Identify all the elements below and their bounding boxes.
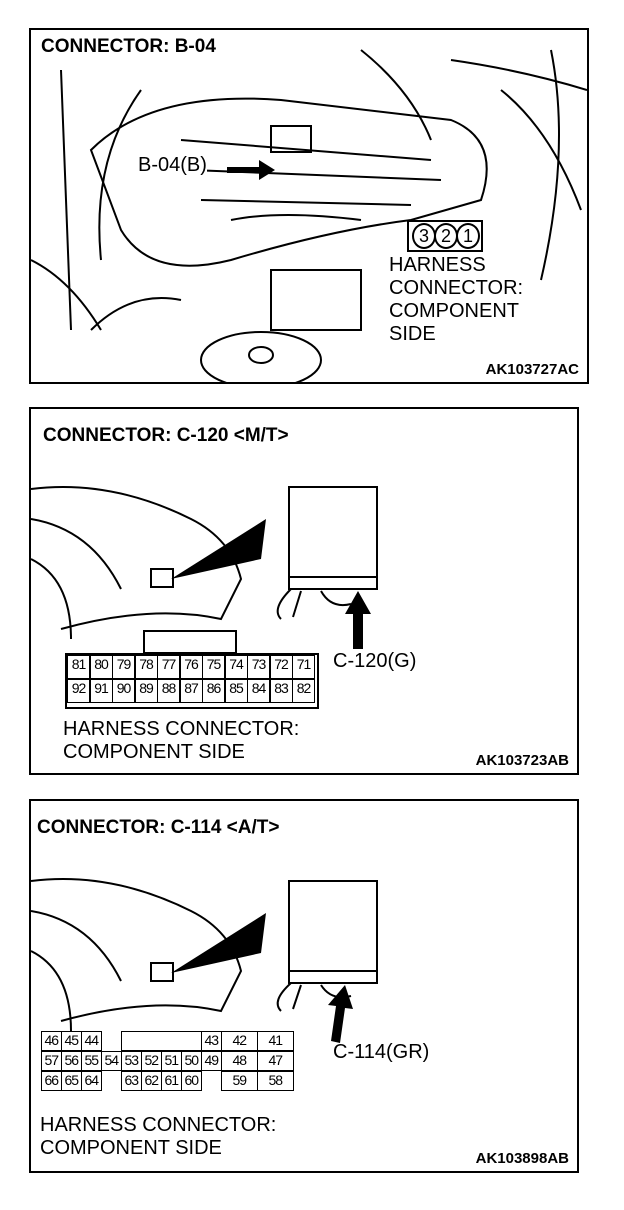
- arrow-icon: [345, 591, 371, 649]
- figure-code: AK103723AB: [475, 752, 569, 769]
- harness-label: HARNESS CONNECTOR: COMPONENT SIDE: [63, 718, 299, 764]
- engine-bay-illustration: [31, 49, 587, 382]
- pin-cell: 79: [112, 655, 135, 679]
- pin-cell: 84: [247, 679, 270, 703]
- pin-cell: 45: [61, 1031, 82, 1051]
- label-line: COMPONENT SIDE: [63, 741, 245, 763]
- pin-cell: 47: [257, 1051, 294, 1071]
- blank-cell: [161, 1031, 182, 1051]
- pin-cell: 63: [121, 1071, 142, 1091]
- pin-cell: 82: [292, 679, 315, 703]
- pin-cell: 42: [221, 1031, 258, 1051]
- pin-cell: 41: [257, 1031, 294, 1051]
- pin-cell: 51: [161, 1051, 182, 1071]
- pin-cell: 57: [41, 1051, 62, 1071]
- pin-cell: 59: [221, 1071, 258, 1091]
- pin-cell: 87: [179, 679, 203, 703]
- label-line: HARNESS CONNECTOR:: [63, 718, 300, 740]
- panel-title: CONNECTOR: C-114 <A/T>: [37, 817, 280, 839]
- pin-cell: 43: [201, 1031, 222, 1051]
- pin-cell: 81: [67, 655, 90, 679]
- pin-cell: 49: [201, 1051, 222, 1071]
- pin-cell: 61: [161, 1071, 182, 1091]
- figure-code: AK103898AB: [475, 1150, 569, 1167]
- pin-cell: 92: [67, 679, 90, 703]
- blank-cell: [121, 1031, 142, 1051]
- arrow-icon: [227, 160, 275, 180]
- pin-cell: 90: [112, 679, 135, 703]
- label-line: COMPONENT SIDE: [40, 1137, 222, 1159]
- pin-cell: 50: [181, 1051, 202, 1071]
- pin-cell: 44: [81, 1031, 102, 1051]
- panel-title: CONNECTOR: C-120 <M/T>: [43, 425, 289, 447]
- pin: 1: [456, 223, 480, 249]
- pin-cell: 88: [157, 679, 180, 703]
- callout-label: C-114(GR): [333, 1041, 430, 1063]
- pin-cell: 56: [61, 1051, 82, 1071]
- pin-cell: 75: [202, 655, 225, 679]
- pin-cell: 64: [81, 1071, 102, 1091]
- pin-cell: 76: [179, 655, 203, 679]
- harness-label: HARNESS CONNECTOR: COMPONENT SIDE: [40, 1114, 276, 1160]
- arrow-icon: [328, 985, 353, 1043]
- label-line: SIDE: [389, 323, 436, 345]
- pin-cell: 62: [141, 1071, 162, 1091]
- pin-cell: 80: [89, 655, 113, 679]
- callout-label: B-04(B): [138, 154, 207, 177]
- pin-cell: 48: [221, 1051, 258, 1071]
- pin-cell: 66: [41, 1071, 62, 1091]
- pin-cell: 55: [81, 1051, 102, 1071]
- pin-cell: 77: [157, 655, 180, 679]
- pin-cell: 85: [224, 679, 248, 703]
- pin-cell: 86: [202, 679, 225, 703]
- pin-cell: 46: [41, 1031, 62, 1051]
- pin-cell: 91: [89, 679, 113, 703]
- label-line: HARNESS CONNECTOR:: [40, 1114, 277, 1136]
- pin-cell: 73: [247, 655, 270, 679]
- label-line: HARNESS: [389, 254, 486, 276]
- figure-code: AK103727AC: [485, 361, 579, 378]
- pin: 2: [434, 223, 458, 249]
- pin-cell: 52: [141, 1051, 162, 1071]
- pin-cell: 71: [292, 655, 315, 679]
- dashboard-illustration: [31, 878, 378, 1043]
- label-line: COMPONENT: [389, 300, 519, 322]
- harness-label: HARNESS CONNECTOR: COMPONENT SIDE: [389, 254, 524, 346]
- blank-cell: [181, 1031, 202, 1051]
- pin-cell: 78: [134, 655, 158, 679]
- label-line: CONNECTOR:: [389, 277, 524, 299]
- callout-label: C-120(G): [333, 650, 417, 672]
- pin-cell: 65: [61, 1071, 82, 1091]
- blank-cell: [141, 1031, 162, 1051]
- pin-cell: 53: [121, 1051, 142, 1071]
- pin-cell: 83: [269, 679, 293, 703]
- pin-cell: 60: [181, 1071, 202, 1091]
- pin-cell: 72: [269, 655, 293, 679]
- pin-cell: 58: [257, 1071, 294, 1091]
- pin-cell: 89: [134, 679, 158, 703]
- pin-cell: 74: [224, 655, 248, 679]
- panel-title: CONNECTOR: B-04: [37, 36, 220, 58]
- pin-cell: 54: [101, 1051, 122, 1071]
- pin: 3: [412, 223, 436, 249]
